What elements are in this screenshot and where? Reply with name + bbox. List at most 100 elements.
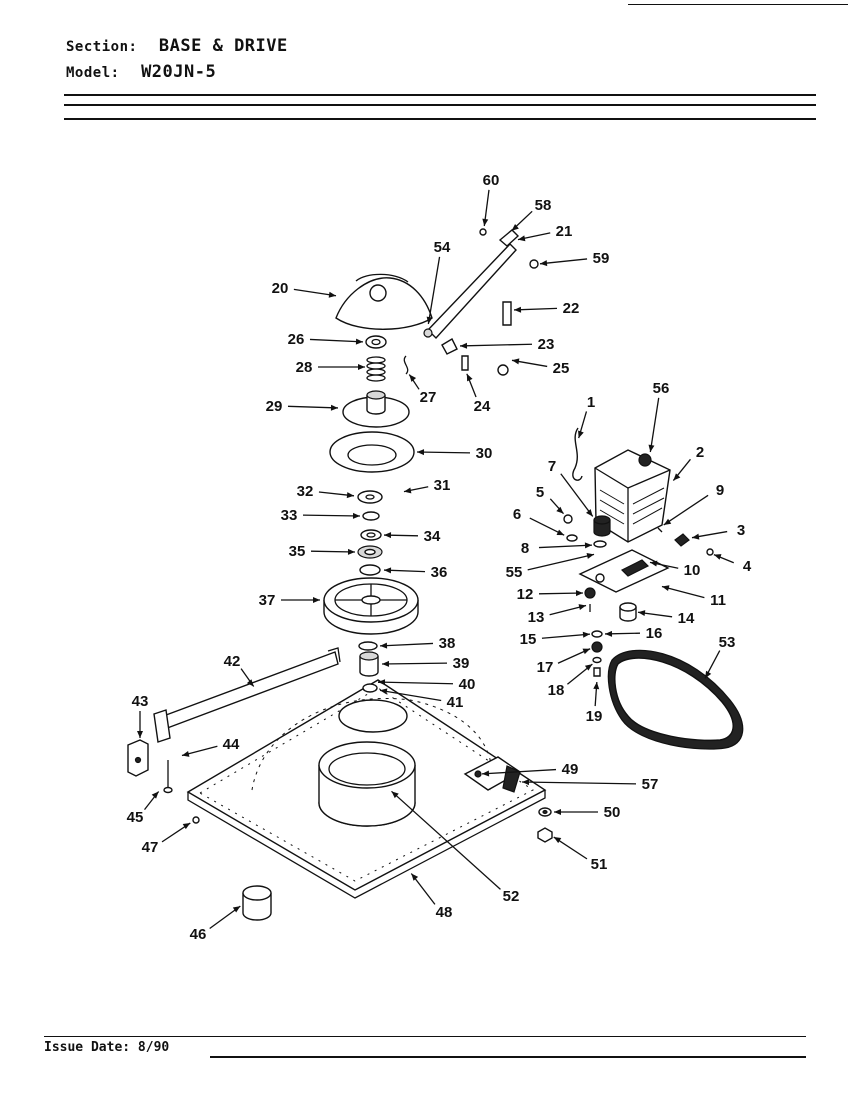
callout-60: 60: [483, 172, 500, 189]
top-corner-rule: [628, 4, 848, 5]
callout-30: 30: [476, 445, 493, 462]
leader-line-54: [427, 256, 441, 325]
callout-44: 44: [223, 736, 240, 753]
hub-38-41: [358, 641, 379, 693]
callout-16: 16: [646, 625, 663, 642]
callout-45: 45: [127, 809, 144, 826]
leader-line-26: [309, 338, 364, 343]
leader-line-29: [287, 405, 339, 409]
leader-arrow-22: [513, 306, 522, 313]
brace-bar: [153, 647, 341, 743]
callout-21: 21: [556, 223, 573, 240]
callout-51: 51: [591, 856, 608, 873]
issue-label: Issue Date:: [44, 1040, 131, 1055]
callout-34: 34: [424, 528, 441, 545]
callout-46: 46: [190, 926, 207, 943]
leader-line-55: [527, 553, 595, 571]
callout-42: 42: [224, 653, 241, 670]
washer-34: [360, 529, 382, 541]
leader-line-15: [541, 633, 591, 639]
callout-33: 33: [281, 507, 298, 524]
leader-line-23: [459, 343, 533, 347]
leader-arrow-3: [691, 533, 700, 540]
callout-7: 7: [548, 458, 556, 475]
leader-line-38: [379, 642, 434, 647]
callout-54: 54: [434, 239, 451, 256]
clutch-29: [342, 390, 410, 428]
callout-5: 5: [536, 484, 544, 501]
callout-55: 55: [506, 564, 523, 581]
drive-motor: [572, 427, 671, 543]
ring-33: [362, 511, 380, 521]
leader-arrow-20: [328, 291, 337, 298]
callout-9: 9: [716, 482, 724, 499]
leader-arrow-26: [355, 338, 364, 345]
bearing-35: [357, 545, 383, 559]
callout-48: 48: [436, 904, 453, 921]
spring-28: [366, 356, 386, 382]
callout-58: 58: [535, 197, 552, 214]
section-line: Section: BASE & DRIVE: [66, 36, 288, 56]
leader-arrow-13: [578, 604, 587, 610]
callout-24: 24: [474, 398, 491, 415]
leader-line-56: [649, 397, 660, 453]
callout-17: 17: [537, 659, 554, 676]
leader-arrow-60: [482, 218, 489, 227]
callout-37: 37: [259, 592, 276, 609]
leader-arrow-14: [637, 610, 646, 617]
leader-line-49: [481, 768, 557, 775]
leader-arrow-43: [137, 731, 143, 738]
callout-43: 43: [132, 693, 149, 710]
nut-50: [538, 807, 552, 817]
leader-line-52: [391, 790, 501, 890]
callout-27: 27: [420, 389, 437, 406]
callout-26: 26: [288, 331, 305, 348]
callout-15: 15: [520, 631, 537, 648]
callout-29: 29: [266, 398, 283, 415]
leader-arrow-51: [553, 837, 562, 844]
leader-line-30: [416, 451, 471, 454]
callout-25: 25: [553, 360, 570, 377]
leader-line-35: [310, 550, 356, 553]
screw-45: [163, 760, 173, 794]
leader-arrow-50: [554, 809, 561, 815]
leader-arrow-32: [346, 492, 355, 499]
callout-52: 52: [503, 888, 520, 905]
leader-arrow-45: [151, 791, 159, 799]
callout-32: 32: [297, 483, 314, 500]
leader-arrow-12: [575, 590, 584, 597]
leader-line-39: [381, 662, 448, 665]
model-value: W20JN-5: [141, 62, 217, 82]
bearing-26: [365, 335, 387, 349]
callout-49: 49: [562, 761, 579, 778]
callout-59: 59: [593, 250, 610, 267]
leader-arrow-39: [381, 660, 390, 667]
callout-22: 22: [563, 300, 580, 317]
leader-line-33: [302, 514, 361, 517]
leader-line-12: [538, 592, 584, 595]
leader-arrow-18: [584, 664, 593, 671]
leader-arrow-29: [330, 404, 339, 411]
issue-value: 8/90: [137, 1040, 170, 1055]
header-rule-middle: [64, 104, 816, 106]
footer-rule-top: [44, 1036, 806, 1037]
callout-11: 11: [710, 592, 726, 609]
pan-opening: [338, 699, 408, 733]
callout-4: 4: [743, 558, 752, 575]
callout-10: 10: [684, 562, 701, 579]
leader-arrow-15: [582, 631, 591, 638]
callout-39: 39: [453, 655, 470, 672]
section-label: Section:: [66, 39, 138, 55]
motor-mount-plate: [578, 549, 670, 593]
callout-40: 40: [459, 676, 476, 693]
callout-41: 41: [447, 694, 464, 711]
model-label: Model:: [66, 65, 120, 81]
leader-arrow-46: [232, 906, 241, 913]
leader-arrow-54: [426, 316, 433, 325]
leader-arrow-8: [584, 542, 593, 549]
leader-arrow-33: [352, 512, 361, 519]
callout-31: 31: [434, 477, 451, 494]
leader-arrow-16: [604, 630, 613, 637]
leader-line-11: [661, 585, 705, 599]
